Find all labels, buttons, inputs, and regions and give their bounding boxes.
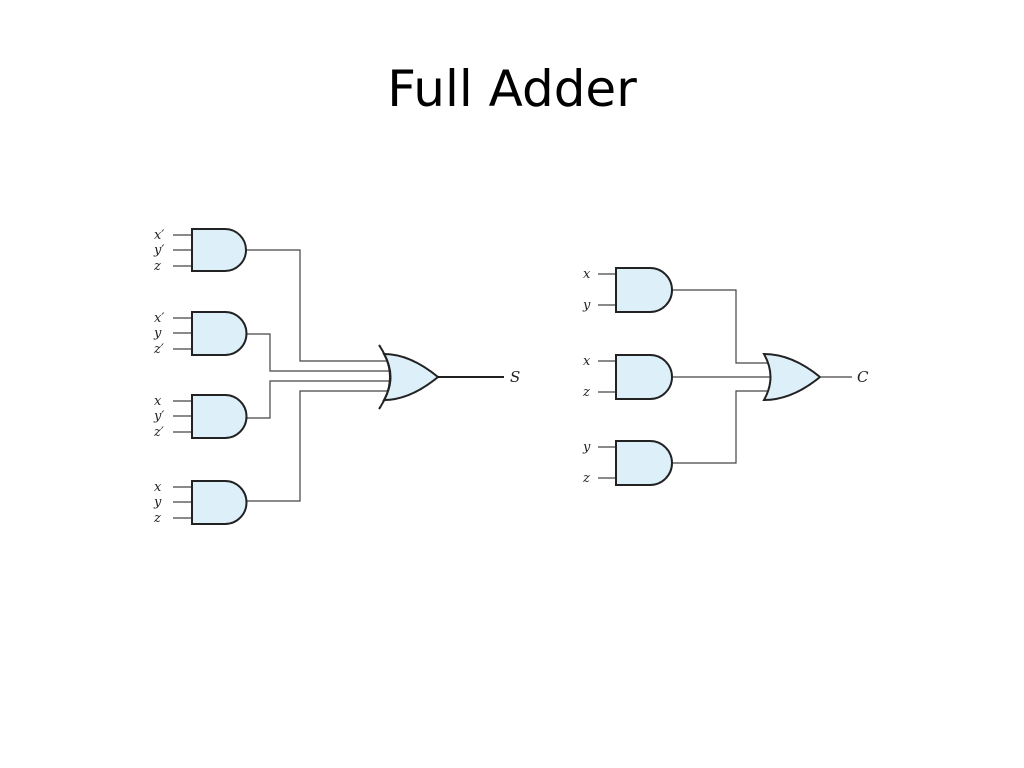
- sum-gate-3-input-1-label: x: [154, 394, 162, 409]
- slide-title: Full Adder: [387, 60, 637, 118]
- carry-gate-1-input-2-label: y: [582, 298, 591, 313]
- sum-gate-2-input-3-label: z′: [153, 342, 164, 357]
- carry-and-gate-3: y z: [582, 440, 673, 486]
- carry-and-gate-1: x y: [582, 267, 673, 313]
- sum-wire-1: [247, 249, 387, 362]
- carry-gate-2-input-2-label: z: [582, 385, 590, 400]
- sum-and-gate-1: x′ y′ z: [153, 228, 247, 274]
- sum-gate-1-input-3-label: z: [153, 259, 161, 274]
- sum-gate-1-input-2-label: y′: [153, 243, 164, 258]
- carry-or-gate: [762, 352, 822, 402]
- sum-gate-3-input-2-label: y′: [153, 409, 164, 424]
- sum-and-gate-3: x y′ z′: [153, 394, 248, 440]
- carry-circuit: x y x z y z C: [582, 267, 869, 486]
- sum-gate-2-input-1-label: x′: [154, 311, 164, 326]
- sum-gate-3-input-3-label: z′: [153, 425, 164, 440]
- sum-gate-1-input-1-label: x′: [154, 228, 164, 243]
- carry-gate-3-input-2-label: z: [582, 471, 590, 486]
- carry-wire-1: [672, 289, 768, 364]
- sum-circuit: x′ y′ z x′ y z′ x y′ z′: [153, 228, 520, 526]
- sum-wire-2: [247, 333, 389, 372]
- sum-and-gate-4: x y z: [153, 480, 248, 526]
- sum-wire-3: [247, 380, 389, 419]
- sum-wire-4: [247, 390, 387, 502]
- sum-output-label: S: [510, 368, 520, 386]
- carry-gate-1-input-1-label: x: [583, 267, 591, 282]
- sum-gate-4-input-3-label: z: [153, 511, 161, 526]
- carry-wire-3: [672, 390, 768, 464]
- sum-gate-4-input-2-label: y: [153, 495, 162, 510]
- sum-gate-4-input-1-label: x: [154, 480, 162, 495]
- sum-or-gate: [378, 344, 440, 410]
- carry-and-gate-2: x z: [582, 354, 673, 400]
- sum-gate-2-input-2-label: y: [153, 326, 162, 341]
- carry-gate-3-input-1-label: y: [582, 440, 591, 455]
- carry-output-label: C: [857, 368, 869, 386]
- sum-and-gate-2: x′ y z′: [153, 311, 248, 357]
- carry-gate-2-input-1-label: x: [583, 354, 591, 369]
